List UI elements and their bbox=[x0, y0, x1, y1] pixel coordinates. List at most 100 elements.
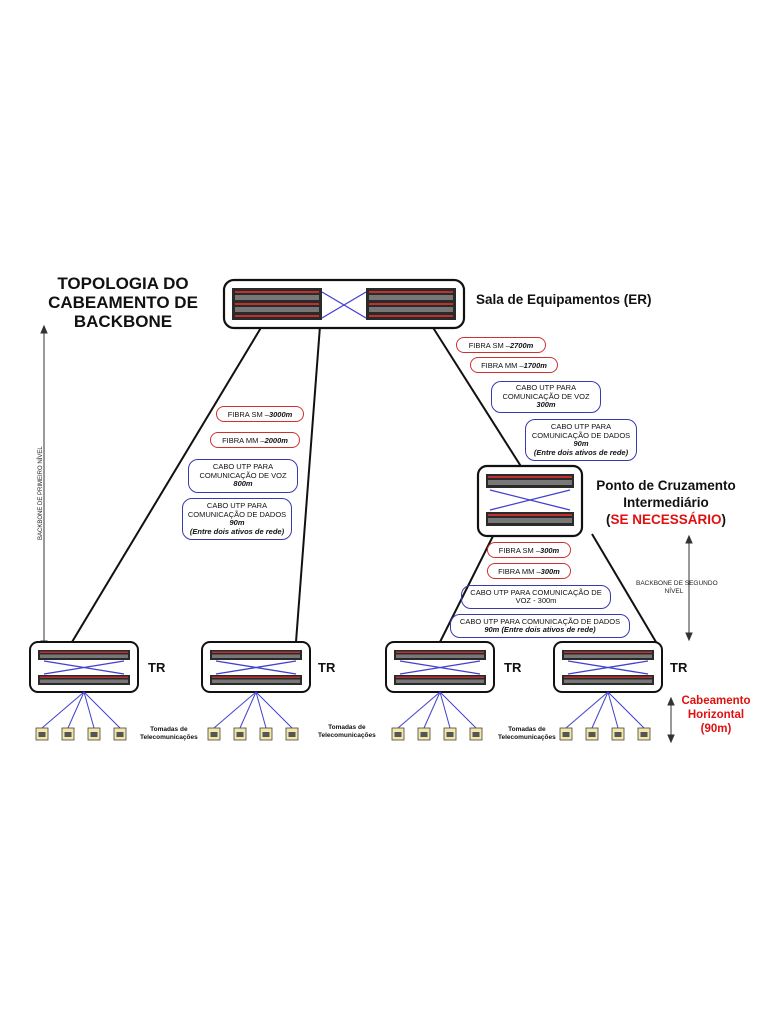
cross-connect bbox=[215, 660, 297, 675]
outlet-cable bbox=[213, 691, 257, 729]
outlet-jack bbox=[588, 732, 596, 737]
cross-connect bbox=[399, 660, 481, 675]
telecom-outlet bbox=[255, 691, 299, 741]
cabo-utp-dados-label: CABO UTP PARA COMUNICAÇÃO DE DADOS 90m (… bbox=[450, 614, 630, 638]
patch-panel-ports bbox=[212, 679, 300, 683]
fibra-mm-text: FIBRA MM – bbox=[498, 566, 541, 576]
dados-line: COMUNICAÇÃO DE DADOS bbox=[187, 509, 287, 519]
patch-panel-stripe bbox=[40, 676, 128, 678]
tomadas-label: Tomadas de Telecomunicações bbox=[498, 726, 556, 742]
patch-panel bbox=[366, 288, 456, 320]
outlet-jack bbox=[288, 732, 296, 737]
patch-panel-stripe bbox=[396, 651, 484, 653]
fibra-sm-label: FIBRA SM – 300m bbox=[487, 542, 571, 558]
outlet-jack bbox=[210, 732, 218, 737]
telecom-rooms bbox=[29, 641, 663, 693]
equipment-room-label: Sala de Equipamentos (ER) bbox=[476, 292, 652, 307]
dados-line: COMUNICAÇÃO DE DADOS bbox=[531, 430, 631, 440]
outlet-cable bbox=[67, 691, 85, 729]
patch-panel-ports bbox=[564, 654, 652, 658]
voz-line: CABO UTP PARA bbox=[212, 462, 274, 472]
outlet-cable bbox=[397, 691, 441, 729]
tomadas-line: Tomadas de bbox=[328, 724, 366, 731]
dados-value: 90m bbox=[229, 518, 245, 527]
cross-connect bbox=[567, 660, 649, 675]
title-line: BACKBONE bbox=[73, 312, 173, 331]
voz-line: CABO UTP PARA bbox=[515, 383, 577, 393]
fibra-sm-value: 3000m bbox=[268, 409, 293, 419]
tomadas-line: Telecomunicações bbox=[498, 734, 556, 741]
cable-ic-to-tr4 bbox=[591, 533, 657, 643]
paren: ) bbox=[721, 512, 727, 527]
arrowhead-down bbox=[667, 734, 675, 744]
outlet-jack bbox=[446, 732, 454, 737]
arrowhead-down bbox=[685, 632, 693, 642]
cable-er-to-ic bbox=[431, 325, 523, 469]
telecom-outlet bbox=[439, 691, 483, 741]
arrowhead-up bbox=[667, 696, 675, 706]
cabo-utp-voz-label: CABO UTP PARA COMUNICAÇÃO DE VOZ 300m bbox=[491, 381, 601, 413]
tomadas-line: Telecomunicações bbox=[140, 734, 198, 741]
telecom-outlet bbox=[417, 691, 441, 741]
outlet-cable bbox=[255, 691, 267, 729]
voz-line: COMUNICAÇÃO DE VOZ bbox=[502, 391, 590, 401]
patch-panel-stripe bbox=[564, 676, 652, 678]
tomadas-line: Tomadas de bbox=[508, 726, 546, 733]
segundo-line: NÍVEL bbox=[664, 588, 684, 595]
fibra-mm-text: FIBRA MM – bbox=[481, 360, 524, 370]
tomadas-label: Tomadas de Telecomunicações bbox=[318, 724, 376, 740]
telecom-room-rack bbox=[553, 641, 663, 693]
tr-label: TR bbox=[670, 660, 688, 675]
patch-panel-stripe bbox=[396, 676, 484, 678]
telecom-outlet bbox=[83, 691, 127, 741]
telecom-outlet bbox=[35, 691, 85, 741]
telecom-outlets bbox=[35, 691, 651, 741]
fibra-sm-label: FIBRA SM – 3000m bbox=[216, 406, 304, 422]
outlet-jack bbox=[640, 732, 648, 737]
cross-connect bbox=[321, 291, 367, 319]
fibra-sm-value: 300m bbox=[540, 545, 560, 555]
cabo-utp-dados-label: CABO UTP PARA COMUNICAÇÃO DE DADOS 90m (… bbox=[525, 419, 637, 461]
telecom-room-rack bbox=[385, 641, 495, 693]
backbone-segundo-nivel-label: BACKBONE DE SEGUNDO NÍVEL bbox=[636, 580, 718, 596]
cabo-utp-voz-label: CABO UTP PARA COMUNICAÇÃO DE VOZ - 300m bbox=[461, 585, 611, 609]
outlet-jack bbox=[562, 732, 570, 737]
patch-panel-ports bbox=[564, 679, 652, 683]
backbone-primeiro-nivel-label: BACKBONE DE PRIMEIRO NÍVEL bbox=[38, 446, 44, 540]
fibra-sm-value: 2700m bbox=[509, 340, 534, 350]
cable-er-to-tr1 bbox=[71, 325, 263, 643]
voz-value: 800m bbox=[233, 479, 253, 489]
outlet-jack bbox=[472, 732, 480, 737]
fibra-sm-text: FIBRA SM – bbox=[227, 409, 269, 419]
dados-line: CABO UTP PARA bbox=[206, 501, 268, 510]
patch-panel bbox=[232, 288, 322, 320]
telecom-outlet bbox=[391, 691, 441, 741]
fibra-mm-value: 2000m bbox=[264, 435, 288, 445]
outlet-jack bbox=[614, 732, 622, 737]
telecom-outlet bbox=[559, 691, 609, 741]
outlet-cable bbox=[83, 691, 95, 729]
fibra-mm-value: 1700m bbox=[523, 360, 547, 370]
patch-panel bbox=[486, 512, 574, 526]
paren: ( bbox=[605, 512, 611, 527]
horizontal-line: Cabeamento bbox=[681, 695, 751, 707]
fibra-mm-text: FIBRA MM – bbox=[222, 435, 265, 445]
cabeamento-horizontal-label: Cabeamento Horizontal (90m) bbox=[676, 694, 756, 736]
dados-note: (Entre dois ativos de rede) bbox=[189, 526, 285, 536]
patch-panel-ports bbox=[396, 679, 484, 683]
tr-label: TR bbox=[504, 660, 522, 675]
horizontal-line: (90m) bbox=[700, 723, 732, 735]
patch-panel-ports bbox=[212, 654, 300, 658]
level-arrows bbox=[40, 324, 693, 744]
telecom-outlet bbox=[585, 691, 609, 741]
patch-panel-stripe bbox=[564, 651, 652, 653]
voz-line: VOZ - 300m bbox=[515, 596, 557, 605]
patch-panel-stripe bbox=[212, 676, 300, 678]
fibra-sm-text: FIBRA SM – bbox=[468, 340, 510, 350]
fibra-sm-text: FIBRA SM – bbox=[498, 545, 541, 555]
telecom-room-rack bbox=[29, 641, 139, 693]
diagram-title: TOPOLOGIA DO CABEAMENTO DE BACKBONE bbox=[48, 274, 198, 331]
outlet-cable bbox=[439, 691, 451, 729]
telecom-outlet bbox=[255, 691, 273, 741]
